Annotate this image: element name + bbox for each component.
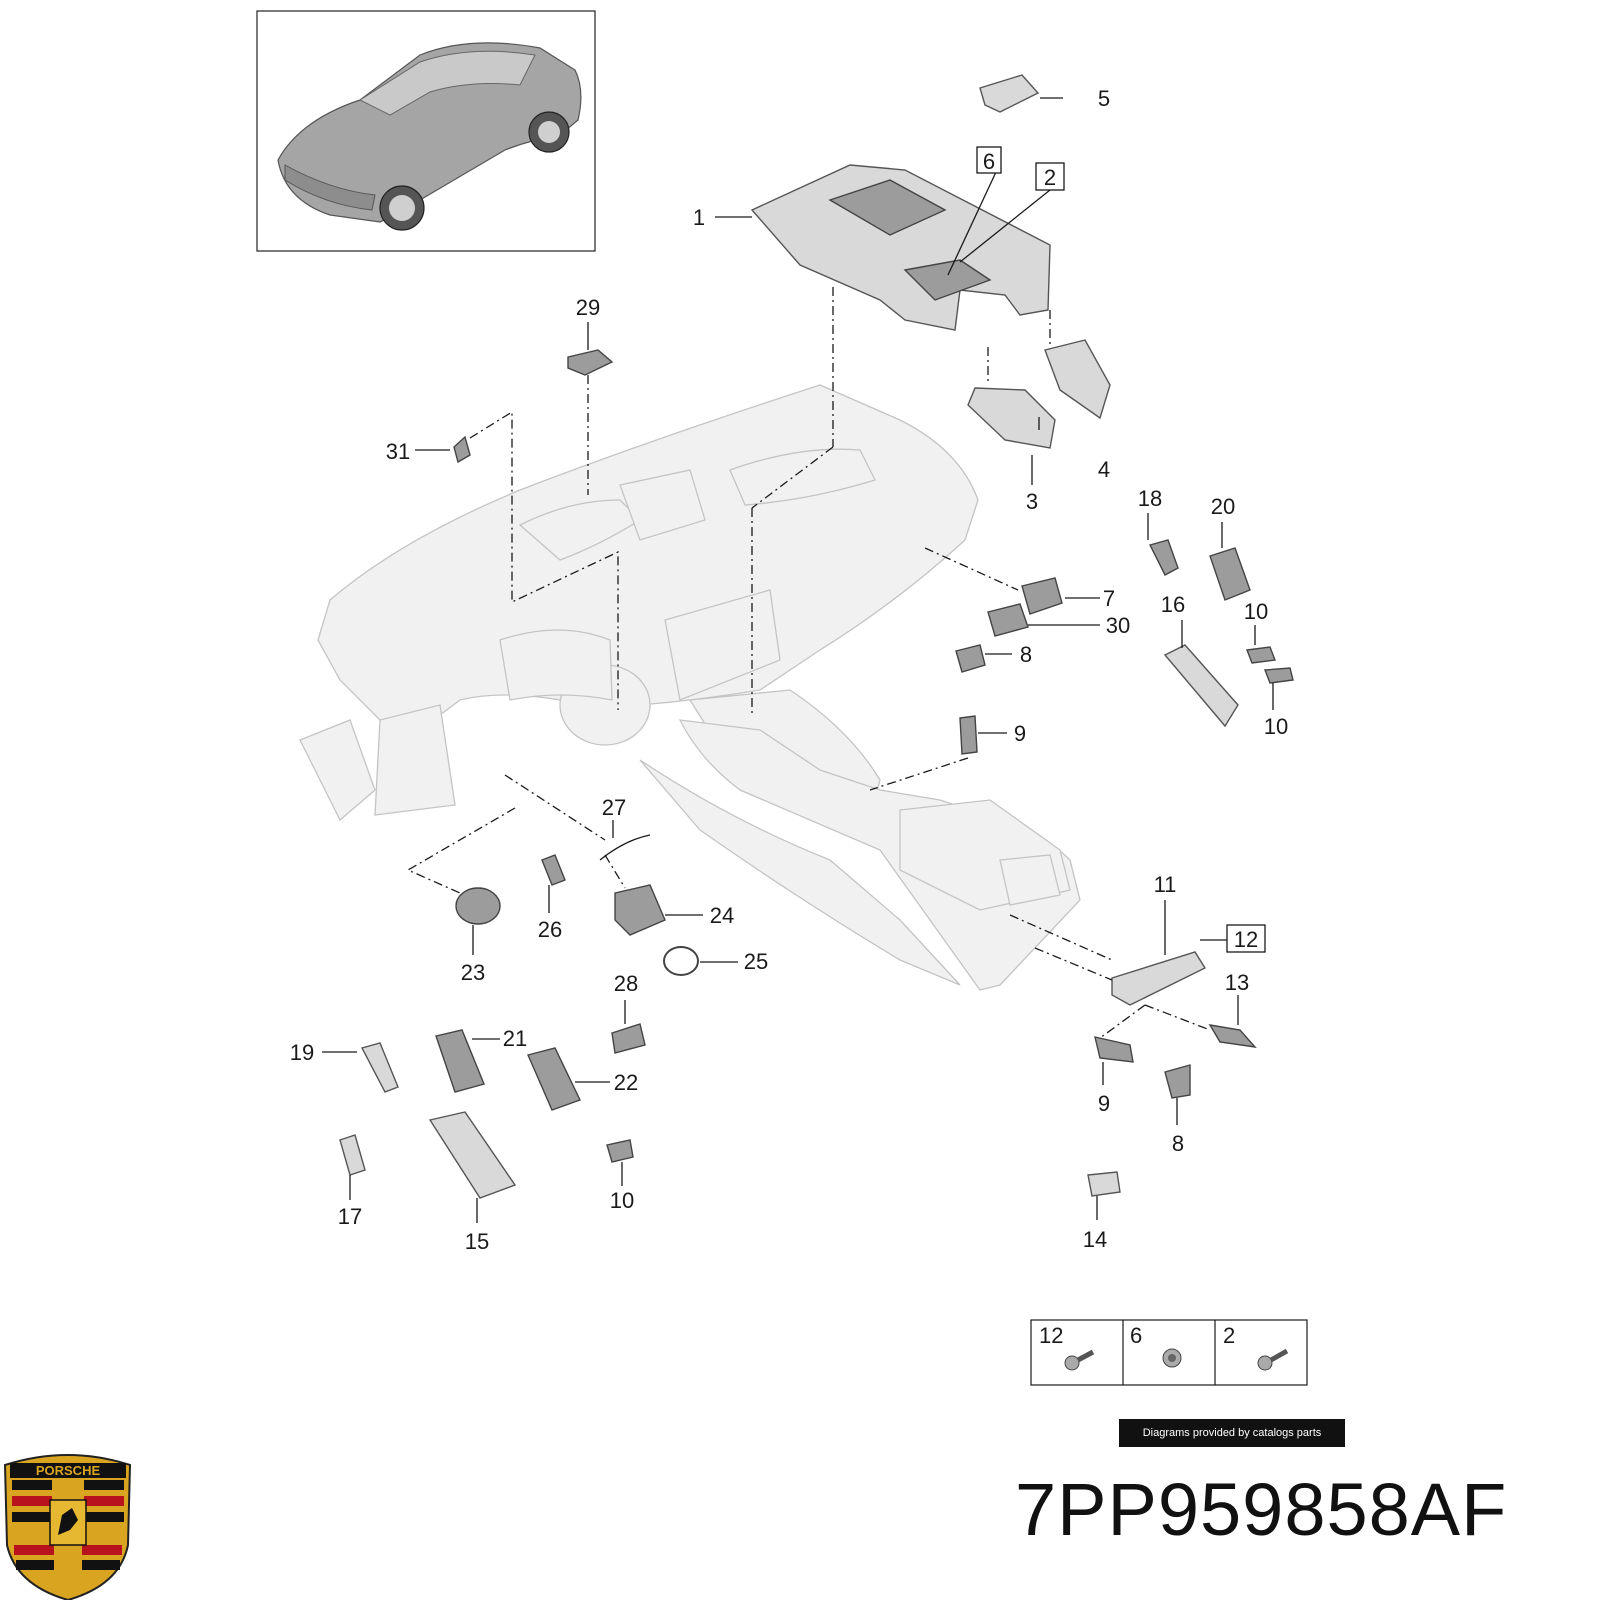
porsche-crest-logo: PORSCHE (3, 1454, 132, 1602)
part-19 (360, 1042, 399, 1093)
callout-10b: 10 (1264, 714, 1288, 739)
part-25 (663, 946, 699, 976)
part-8b (1164, 1064, 1191, 1099)
callout-29: 29 (576, 295, 600, 320)
part-number: 7PP959858AF (1015, 1468, 1508, 1551)
callout-7: 7 (1103, 586, 1115, 611)
callout-13: 13 (1225, 970, 1249, 995)
part-7 (1021, 577, 1063, 615)
part-18 (1148, 539, 1179, 576)
part-9a (959, 715, 978, 755)
callout-25: 25 (744, 949, 768, 974)
callout-10a: 10 (1244, 599, 1268, 624)
callout-24: 24 (710, 903, 734, 928)
callout-14: 14 (1083, 1227, 1107, 1252)
part-24 (614, 884, 666, 936)
callout-18: 18 (1138, 486, 1162, 511)
callout-17: 17 (338, 1204, 362, 1229)
callout-22: 22 (614, 1070, 638, 1095)
part-10-left (606, 1139, 634, 1163)
part-1-top-trim (750, 164, 1051, 331)
callout-9b: 9 (1098, 1091, 1110, 1116)
part-31 (453, 435, 471, 464)
callout-23: 23 (461, 960, 485, 985)
part-28 (611, 1023, 646, 1054)
part-16 (1163, 644, 1239, 728)
part-30 (987, 603, 1029, 637)
part-22 (527, 1047, 581, 1111)
callout-6: 6 (983, 149, 995, 174)
bolt-icon-12 (1064, 1349, 1095, 1371)
callout-15: 15 (465, 1229, 489, 1254)
callout-31: 31 (386, 439, 410, 464)
callout-9a: 9 (1014, 721, 1026, 746)
callout-12: 12 (1234, 927, 1258, 952)
callout-30: 30 (1106, 613, 1130, 638)
fastener-label-2: 2 (1223, 1323, 1235, 1348)
callout-10c: 10 (610, 1188, 634, 1213)
part-11 (1111, 951, 1207, 1006)
callout-26: 26 (538, 917, 562, 942)
callout-2: 2 (1044, 165, 1056, 190)
part-13 (1208, 1024, 1257, 1048)
fastener-label-12: 12 (1039, 1323, 1063, 1348)
assembly-lines (406, 287, 1211, 1039)
part-14 (1087, 1171, 1121, 1197)
part-8a (955, 644, 986, 673)
part-4 (1044, 339, 1111, 420)
callout-19: 19 (290, 1040, 314, 1065)
part-5 (979, 74, 1040, 113)
watermark-banner: Diagrams provided by catalogs parts (1119, 1419, 1345, 1447)
part-20 (1209, 547, 1251, 601)
callout-21: 21 (503, 1026, 527, 1051)
callout-3: 3 (1026, 489, 1038, 514)
callout-1: 1 (693, 205, 705, 230)
fastener-table: 12 6 2 (1030, 1319, 1308, 1386)
callout-8a: 8 (1020, 642, 1032, 667)
callout-4: 4 (1098, 457, 1110, 482)
leader-lines (322, 97, 1274, 1223)
callout-11: 11 (1154, 872, 1177, 897)
part-15 (428, 1111, 517, 1199)
part-17 (339, 1134, 366, 1176)
svg-text:PORSCHE: PORSCHE (36, 1463, 101, 1478)
fastener-label-6: 6 (1130, 1323, 1142, 1348)
callout-labels: 1 5 6 2 3 4 29 31 7 30 8 9 18 20 16 10 1… (290, 86, 1288, 1254)
callout-16: 16 (1161, 592, 1185, 617)
callout-28: 28 (614, 971, 638, 996)
dashboard-ghost (299, 384, 1081, 991)
part-27 (599, 834, 651, 861)
callout-8b: 8 (1172, 1131, 1184, 1156)
part-29 (567, 349, 614, 376)
vehicle-thumbnail (256, 10, 596, 252)
part-23 (455, 887, 501, 925)
part-26 (541, 854, 566, 886)
part-9b (1094, 1036, 1134, 1063)
callout-5: 5 (1098, 86, 1110, 111)
bolt-icon-2 (1257, 1348, 1289, 1371)
part-3 (967, 387, 1056, 449)
part-10-right (1246, 646, 1294, 684)
part-21 (435, 1029, 485, 1093)
bolt-icon-6 (1162, 1348, 1182, 1368)
callout-20: 20 (1211, 494, 1235, 519)
callout-27: 27 (602, 795, 626, 820)
